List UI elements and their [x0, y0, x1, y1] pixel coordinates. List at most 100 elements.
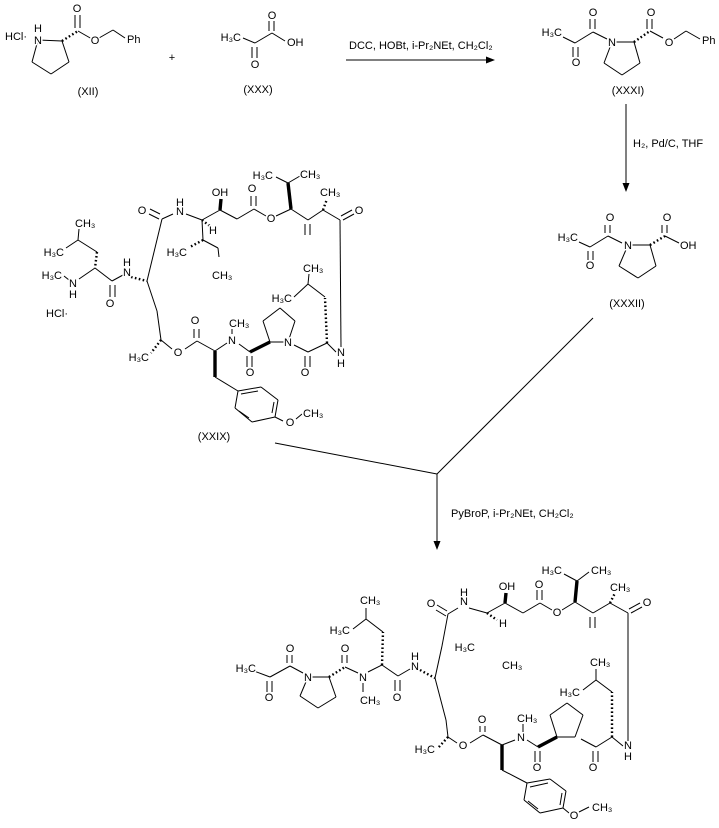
- compound-label-xxxii: (XXXII): [609, 298, 644, 310]
- atom-label: H₃C: [330, 625, 350, 637]
- bond: [618, 265, 639, 279]
- bond: [561, 601, 576, 611]
- bond: [344, 666, 359, 674]
- bond: [549, 702, 568, 716]
- atom-label: O: [570, 810, 579, 822]
- bond: [549, 714, 558, 738]
- atom-label: O: [355, 205, 364, 217]
- bond: [559, 792, 563, 806]
- arrowhead-icon: [622, 183, 630, 192]
- atom-label: HCl·: [5, 31, 27, 43]
- bond: [262, 320, 271, 343]
- bond: [397, 668, 411, 677]
- atom-label: H₃C: [272, 293, 292, 305]
- bond: [328, 676, 337, 698]
- atom-label: CH₃: [75, 218, 95, 230]
- bond: [576, 571, 590, 582]
- bond: [469, 734, 484, 744]
- bond: [563, 573, 578, 582]
- bond: [468, 607, 488, 614]
- bond: [201, 209, 221, 221]
- atom-label: OH: [287, 37, 304, 49]
- atom-label: N: [359, 672, 367, 684]
- atom-label: N: [123, 267, 131, 279]
- atom-label: H₃C: [129, 352, 149, 364]
- atom-label: H₃C: [253, 170, 273, 182]
- atom-label: OH: [680, 240, 697, 252]
- bond: [146, 218, 163, 282]
- atom-label: O: [665, 37, 674, 49]
- atom-label: N: [460, 596, 468, 608]
- atom-label: CH₃: [300, 169, 320, 181]
- bond: [214, 342, 228, 352]
- bond: [486, 602, 506, 614]
- atom-label: CH₃: [303, 263, 323, 275]
- bond: [242, 37, 256, 44]
- bond: [94, 267, 113, 282]
- bond: [78, 267, 96, 280]
- bond: [436, 604, 448, 612]
- atom-label: OH: [212, 187, 229, 199]
- atom-label: N: [304, 672, 312, 684]
- bond: [592, 31, 608, 40]
- bond: [352, 618, 367, 630]
- atom-label: CH₃: [590, 657, 610, 669]
- atom-label: O: [268, 10, 277, 22]
- reagent-conditions-text: H₂, Pd/C, THF: [633, 138, 703, 150]
- bond: [149, 208, 161, 215]
- bond: [293, 344, 309, 353]
- bond: [685, 30, 701, 40]
- bond: [275, 208, 292, 217]
- atom-label: O: [251, 59, 260, 71]
- bond: [290, 208, 309, 221]
- bond: [61, 40, 70, 63]
- atom-label: N: [69, 278, 77, 290]
- bond: [31, 39, 39, 63]
- atom-label: H: [34, 23, 42, 35]
- bond: [77, 228, 80, 241]
- bond: [339, 219, 342, 348]
- atom-label: Ph: [702, 35, 715, 47]
- atom-label: O: [286, 643, 295, 655]
- atom-label: H: [624, 751, 632, 763]
- reagent-conditions-text: DCC, HOBt, i-Pr₂NEt, CH₂Cl₂: [349, 40, 493, 52]
- bond: [574, 31, 594, 44]
- bond: [574, 601, 594, 614]
- compound-label-xxix: (XXIX): [198, 431, 230, 443]
- bond: [326, 342, 337, 353]
- plus-sign: +: [169, 52, 175, 64]
- atom-label: H₃C: [221, 32, 241, 44]
- connector-line: [436, 317, 594, 475]
- bond: [618, 244, 629, 267]
- bond: [523, 782, 528, 801]
- bond: [501, 739, 516, 746]
- atom-label: O: [393, 692, 402, 704]
- bond: [603, 41, 613, 64]
- atom-label: H: [411, 651, 419, 663]
- bond: [196, 340, 216, 352]
- bond: [637, 265, 657, 279]
- bond: [529, 782, 549, 788]
- hashed-wedge-bond: [419, 668, 436, 680]
- atom-label: H: [209, 225, 217, 237]
- solid-wedge-bond: [286, 182, 293, 210]
- atom-label: CH₃: [303, 408, 323, 420]
- solid-wedge-bond: [218, 198, 223, 211]
- atom-label: CH₃: [517, 713, 537, 725]
- atom-label: H₃C: [542, 565, 562, 577]
- atom-label: O: [478, 714, 487, 726]
- bond: [65, 239, 79, 249]
- hashed-wedge-bond: [201, 219, 212, 228]
- solid-wedge-bond: [249, 340, 271, 354]
- bond: [201, 219, 204, 241]
- bond: [245, 667, 271, 678]
- atom-label: O: [73, 3, 82, 15]
- atom-label: H: [337, 358, 345, 370]
- hashed-wedge-bond: [608, 592, 617, 604]
- bond: [504, 602, 524, 614]
- bond: [160, 339, 173, 350]
- bond: [630, 606, 643, 614]
- atom-label: N: [411, 661, 419, 673]
